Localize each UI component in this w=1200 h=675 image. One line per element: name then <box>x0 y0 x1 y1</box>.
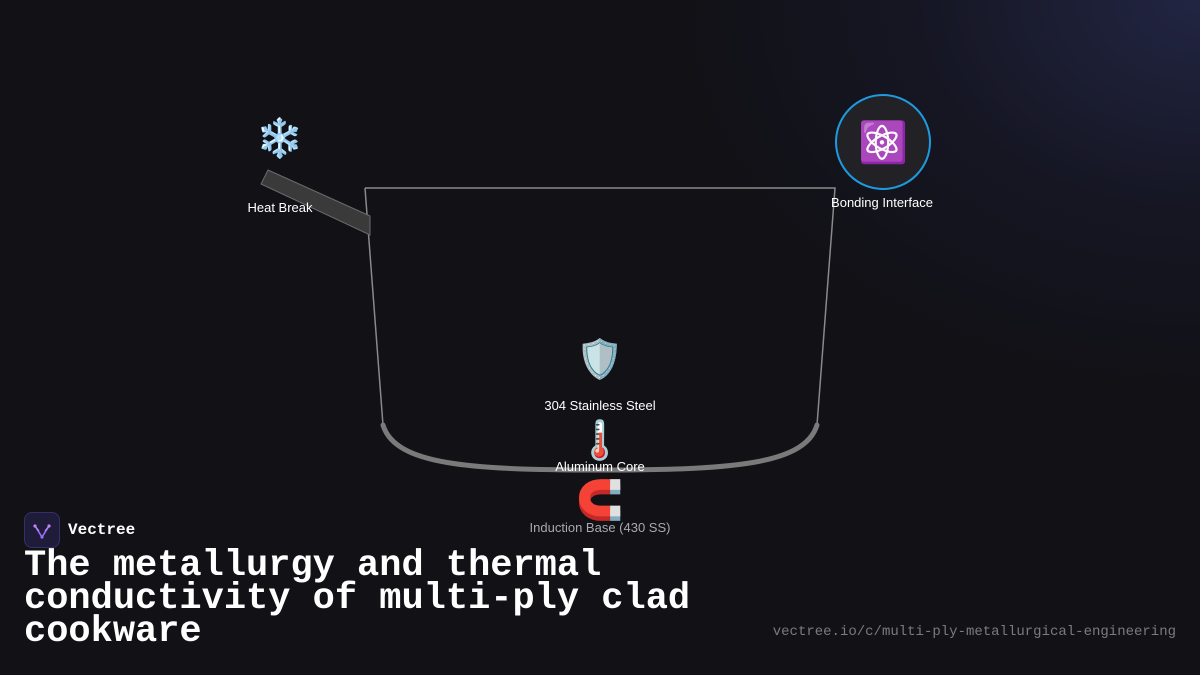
pan-handle <box>260 169 371 236</box>
page-title: The metallurgy and thermal conductivity … <box>24 545 691 653</box>
stainless-steel-label: 304 Stainless Steel <box>544 398 656 413</box>
snowflake-icon: ❄️ <box>256 116 304 160</box>
bonding-interface-node: ⚛️ <box>835 94 931 190</box>
brand-name: Vectree <box>68 521 136 539</box>
magnet-icon: 🧲 <box>576 478 624 522</box>
heat-break-label: Heat Break <box>247 200 313 215</box>
bonding-interface-label: Bonding Interface <box>831 195 933 210</box>
shield-icon: 🛡️ <box>576 337 624 381</box>
atom-icon: ⚛️ <box>858 119 908 166</box>
induction-base-label: Induction Base (430 SS) <box>529 520 671 535</box>
brand: Vectree <box>24 512 135 548</box>
pan-outline <box>364 187 836 426</box>
vectree-logo-icon <box>24 512 60 548</box>
source-url: vectree.io/c/multi-ply-metallurgical-eng… <box>772 624 1176 640</box>
aluminum-core-label: Aluminum Core <box>555 459 645 474</box>
pan-base <box>380 422 820 473</box>
thermometer-icon: 🌡️ <box>576 418 624 462</box>
